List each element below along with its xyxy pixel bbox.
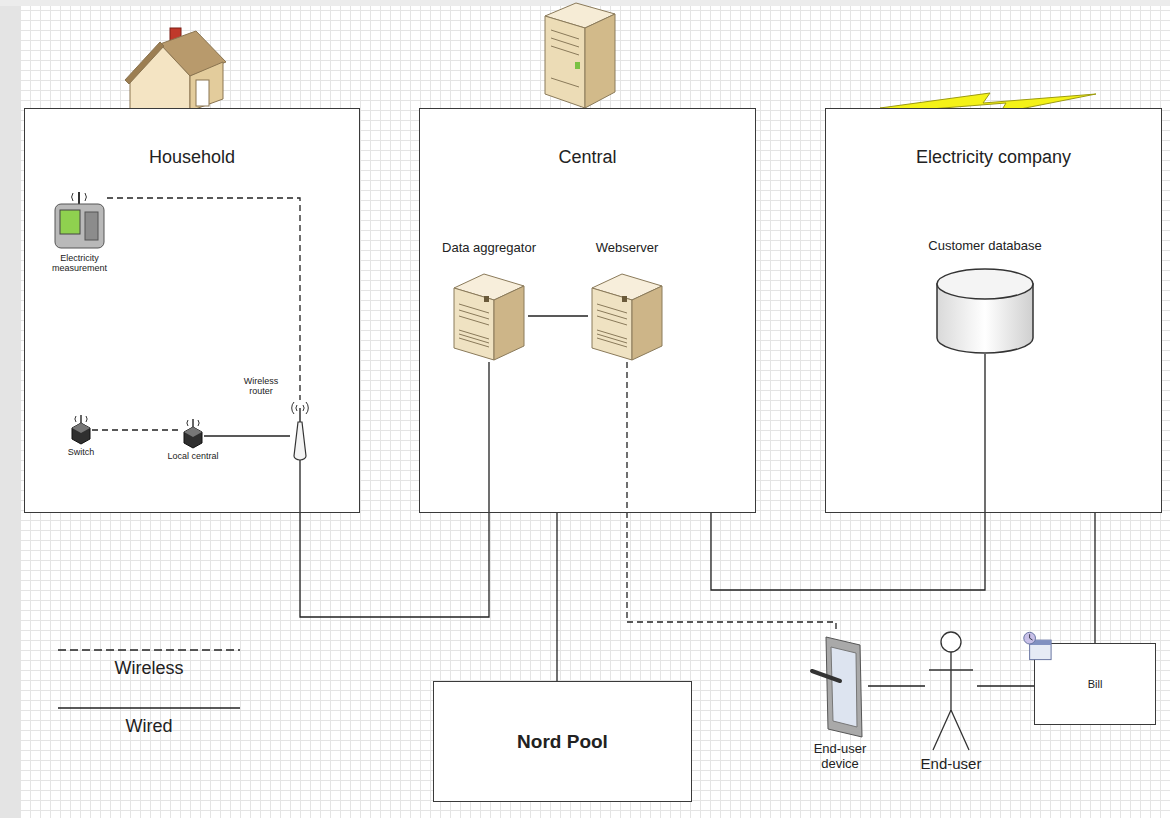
label-frame: Electricity measurement [48,253,112,274]
node-label: Nord Pool [517,731,608,753]
meter-icon: Electricity measurement [52,190,107,250]
server-tower-illustration [545,3,615,108]
wired-link [977,685,1034,686]
label-frame: End-user [921,755,982,772]
legend-frame: Wired [58,716,240,737]
wired-link [1094,513,1095,643]
switch-icon: Switch [70,414,92,444]
label-frame: Nord Pool [434,682,691,801]
wired-link [528,315,588,316]
database-icon: Customer database [935,268,1035,354]
house-illustration [125,28,226,111]
box-fill [825,108,1162,513]
tablet-icon: End-user device [812,633,868,739]
node-label: End-user [921,755,982,772]
cube-symbol [70,414,92,444]
cube-symbol [182,418,204,448]
label-frame: Webserver [596,241,659,256]
router-icon: Wireless router [290,400,310,460]
label-frame: Electricity company [826,147,1161,168]
wireless-link [92,429,182,430]
router-symbol [290,400,310,460]
server-symbol [588,270,666,362]
person-symbol [925,630,977,752]
node-label: End-user device [805,742,875,772]
meter-symbol [52,190,107,250]
node-label: Switch [68,447,95,457]
hub-icon: Local central [182,418,204,448]
zone-box: CentralData aggregatorWebserver [419,108,756,513]
legend-sample [58,707,240,708]
label-frame: Data aggregator [442,241,536,256]
label-frame: Wireless router [232,376,290,397]
legend-label: Wired [58,716,240,737]
tablet-symbol [812,633,868,739]
server-icon: Webserver [588,270,666,362]
label-frame: Bill [1035,644,1155,724]
zone-box: Electricity companyCustomer database [825,108,1162,513]
label-frame: Switch [68,447,95,457]
server-symbol [450,270,528,362]
wired-link [711,354,985,590]
margin-strip [0,0,20,818]
node-label: Central [420,147,755,168]
legend-frame: Wireless [58,658,240,679]
node-label: Wireless router [232,376,290,397]
wired-link [204,435,290,436]
db-symbol [935,268,1035,354]
node-label: Customer database [928,239,1041,254]
node-label: Local central [167,451,218,461]
node-label: Webserver [596,241,659,256]
document-box: Bill [1034,643,1156,725]
node-label: Household [25,147,359,168]
box-fill [419,108,756,513]
wireless-link [627,362,836,633]
label-frame: Customer database [928,239,1041,254]
actor-icon: End-user [925,630,977,752]
label-frame: Local central [167,451,218,461]
node-label: Electricity company [826,147,1161,168]
legend-label: Wireless [58,658,240,679]
wired-link [300,362,489,617]
server-icon: Data aggregator [450,270,528,362]
label-frame: Central [420,147,755,168]
zone-box: HouseholdElectricity measurementSwitchLo… [24,108,360,513]
label-frame: End-user device [805,742,875,772]
process-box: Nord Pool [433,681,692,802]
node-label: Electricity measurement [48,253,112,274]
node-label: Bill [1088,678,1103,691]
label-frame: Household [25,147,359,168]
wired-link [556,513,557,681]
box-fill [433,681,692,802]
node-label: Data aggregator [442,241,536,256]
box-fill [24,108,360,513]
box-fill [1034,643,1156,725]
wired-link [868,685,925,686]
legend-sample [58,649,240,650]
wireless-link [107,198,300,400]
